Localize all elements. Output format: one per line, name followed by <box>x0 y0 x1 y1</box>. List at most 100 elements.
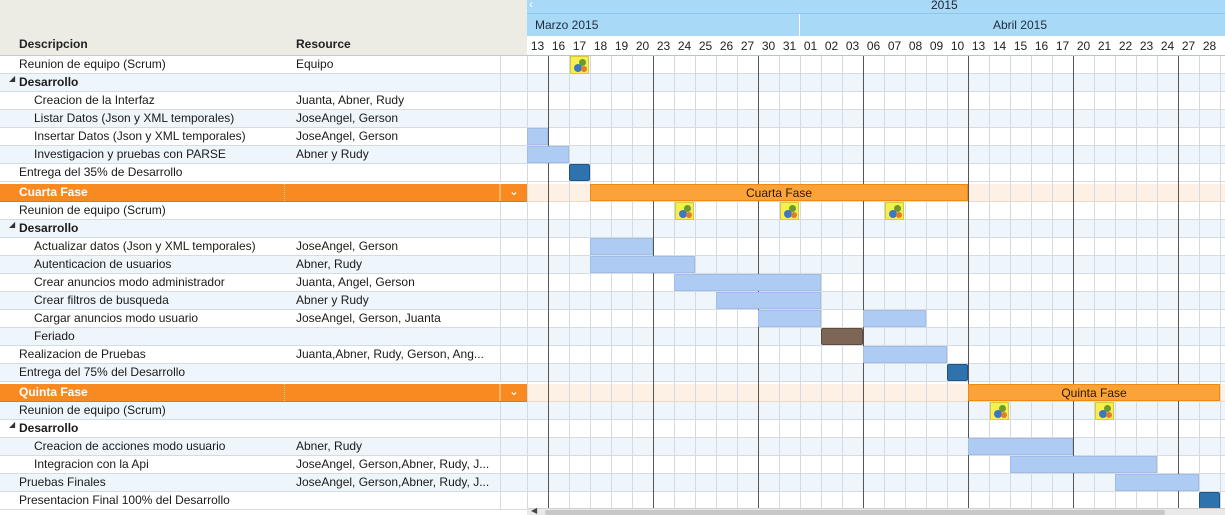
meeting-icon[interactable] <box>675 202 694 220</box>
task-resource: Juanta, Abner, Rudy <box>296 93 405 107</box>
task-description: Desarrollo <box>0 74 285 91</box>
task-row[interactable]: Presentacion Final 100% del Desarrollo <box>0 492 527 510</box>
horizontal-scrollbar[interactable]: ◀ <box>527 506 1225 515</box>
day-label: 20 <box>635 39 650 53</box>
holiday-bar[interactable] <box>821 328 863 345</box>
task-row[interactable]: Listar Datos (Json y XML temporales)Jose… <box>0 110 527 128</box>
task-bar[interactable] <box>527 146 569 163</box>
task-description: Entrega del 35% de Desarrollo <box>0 164 285 181</box>
meeting-icon[interactable] <box>1095 402 1114 420</box>
phase-summary-bar[interactable]: Cuarta Fase <box>590 184 968 201</box>
expand-triangle-icon[interactable]: ◢ <box>9 420 16 429</box>
task-bar[interactable] <box>1115 474 1199 491</box>
day-label: 08 <box>908 39 923 53</box>
row-extra-cell <box>500 202 527 219</box>
task-row[interactable]: Reunion de equipo (Scrum) <box>0 402 527 420</box>
gantt-row <box>527 202 1225 220</box>
phase-row[interactable]: Quinta Fase⌄ <box>0 384 527 402</box>
column-header-resource[interactable]: Resource <box>296 37 351 51</box>
day-label: 26 <box>719 39 734 53</box>
task-row[interactable]: Insertar Datos (Json y XML temporales)Jo… <box>0 128 527 146</box>
day-label: 17 <box>572 39 587 53</box>
gantt-row <box>527 92 1225 110</box>
day-gridline <box>527 56 528 510</box>
task-resource <box>285 402 500 419</box>
scroll-left-arrow-icon[interactable]: ◀ <box>531 506 538 515</box>
day-gridline <box>842 56 843 510</box>
task-row[interactable]: Reunion de equipo (Scrum) <box>0 202 527 220</box>
day-gridline <box>569 56 570 510</box>
group-row[interactable]: ◢Desarrollo <box>0 420 527 438</box>
task-bar[interactable] <box>968 438 1073 455</box>
meeting-icon[interactable] <box>885 202 904 220</box>
collapse-chevron-icon[interactable]: ⌄ <box>500 184 527 201</box>
task-bar[interactable] <box>590 256 695 273</box>
expand-triangle-icon[interactable]: ◢ <box>9 74 16 83</box>
gantt-row <box>527 128 1225 146</box>
milestone-marker[interactable] <box>947 364 968 381</box>
task-row[interactable]: Actualizar datos (Json y XML temporales)… <box>0 238 527 256</box>
task-description: Reunion de equipo (Scrum) <box>0 56 285 73</box>
milestone-marker[interactable] <box>569 164 590 181</box>
task-row[interactable]: Entrega del 35% de Desarrollo <box>0 164 527 182</box>
day-label: 27 <box>740 39 755 53</box>
gantt-row <box>527 146 1225 164</box>
expand-triangle-icon[interactable]: ◢ <box>9 220 16 229</box>
gantt-row <box>527 328 1225 346</box>
task-description: Investigacion y pruebas con PARSE <box>0 146 285 163</box>
task-bar[interactable] <box>863 346 947 363</box>
scrollbar-thumb[interactable] <box>545 510 1165 515</box>
task-description-text: Creacion de acciones modo usuario <box>34 439 226 453</box>
task-bar[interactable] <box>527 128 548 145</box>
task-row[interactable]: Reunion de equipo (Scrum)Equipo <box>0 56 527 74</box>
task-bar[interactable] <box>674 274 821 291</box>
person-icon <box>894 205 901 212</box>
task-bar[interactable] <box>1010 456 1157 473</box>
milestone-marker[interactable] <box>1199 492 1220 509</box>
row-extra-cell <box>500 220 527 237</box>
task-resource: JoseAngel, Gerson,Abner, Rudy, J... <box>296 475 490 489</box>
day-label: 23 <box>1139 39 1154 53</box>
group-row[interactable]: ◢Desarrollo <box>0 74 527 92</box>
task-bar[interactable] <box>758 310 821 327</box>
phase-summary-bar[interactable]: Quinta Fase <box>968 384 1220 401</box>
task-resource: JoseAngel, Gerson, Juanta <box>296 311 441 325</box>
gantt-row <box>527 346 1225 364</box>
meeting-icon[interactable] <box>570 56 589 74</box>
day-gridline <box>863 56 864 510</box>
task-bar[interactable] <box>590 238 653 255</box>
task-bar[interactable] <box>863 310 926 327</box>
task-bar[interactable] <box>716 292 821 309</box>
group-row[interactable]: ◢Desarrollo <box>0 220 527 238</box>
meeting-icon[interactable] <box>780 202 799 220</box>
day-label: 03 <box>845 39 860 53</box>
task-row[interactable]: Entrega del 75% del Desarrollo <box>0 364 527 382</box>
row-extra-cell <box>500 274 527 291</box>
meeting-icon[interactable] <box>990 402 1009 420</box>
person-icon <box>1106 412 1112 418</box>
timeline-back-arrow-icon[interactable]: ‹ <box>529 0 533 11</box>
day-gridline <box>1052 56 1053 510</box>
task-description-text: Desarrollo <box>19 75 79 89</box>
task-description: Presentacion Final 100% del Desarrollo <box>0 492 285 509</box>
column-header-description[interactable]: Descripcion <box>19 37 88 51</box>
day-label: 24 <box>1160 39 1175 53</box>
collapse-chevron-icon[interactable]: ⌄ <box>500 384 527 401</box>
day-label: 21 <box>1097 39 1112 53</box>
task-resource: Abner, Rudy <box>296 257 363 271</box>
task-row[interactable]: Feriado <box>0 328 527 346</box>
row-extra-cell <box>500 474 527 491</box>
day-gridline <box>905 56 906 510</box>
row-extra-cell <box>500 74 527 91</box>
phase-row[interactable]: Cuarta Fase⌄ <box>0 184 527 202</box>
